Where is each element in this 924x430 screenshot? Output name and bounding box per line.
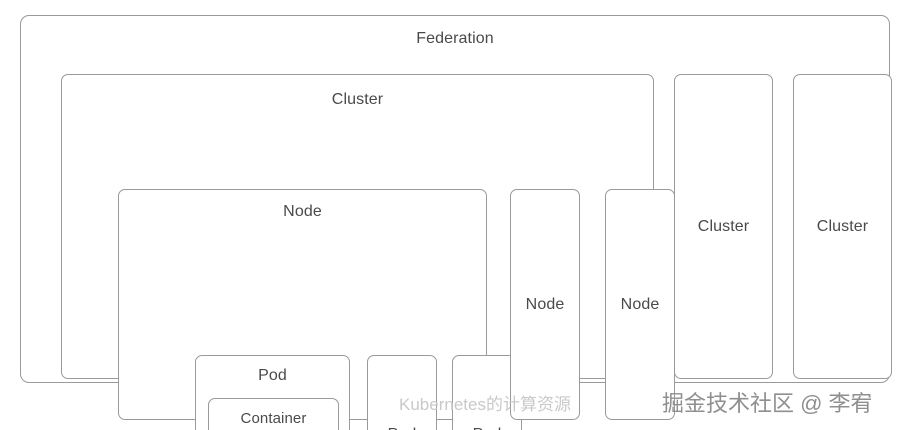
figure-caption: Kubernetes的计算资源: [399, 395, 571, 414]
pod-label: Pod: [453, 426, 521, 430]
node-label: Node: [525, 295, 565, 313]
federation-box: Federation Cluster Node Pod Container Co…: [20, 15, 892, 430]
pod-box: Pod: [367, 355, 437, 430]
container-label: Container: [240, 409, 307, 427]
pod-box-expanded: Pod Container Container: [195, 355, 350, 430]
cluster-box: Cluster: [793, 74, 892, 379]
pod-label: Pod: [368, 426, 436, 430]
federation-label: Federation: [416, 30, 494, 47]
cluster-label: Cluster: [697, 217, 750, 235]
author-watermark: 掘金技术社区 @ 李宥: [662, 391, 873, 416]
cluster-label: Cluster: [816, 217, 869, 235]
node-label: Node: [283, 203, 322, 220]
node-label: Node: [620, 295, 660, 313]
node-box: Node: [510, 189, 580, 420]
cluster-box-expanded: Cluster Node Pod Container Container Pod: [61, 74, 675, 430]
node-box: Node: [605, 189, 675, 420]
node-box-expanded: Node Pod Container Container Pod: [118, 189, 522, 430]
cluster-label: Cluster: [331, 91, 384, 108]
pod-label: Pod: [258, 367, 287, 384]
cluster-box: Cluster: [674, 74, 773, 379]
container-box: Container: [208, 398, 339, 430]
